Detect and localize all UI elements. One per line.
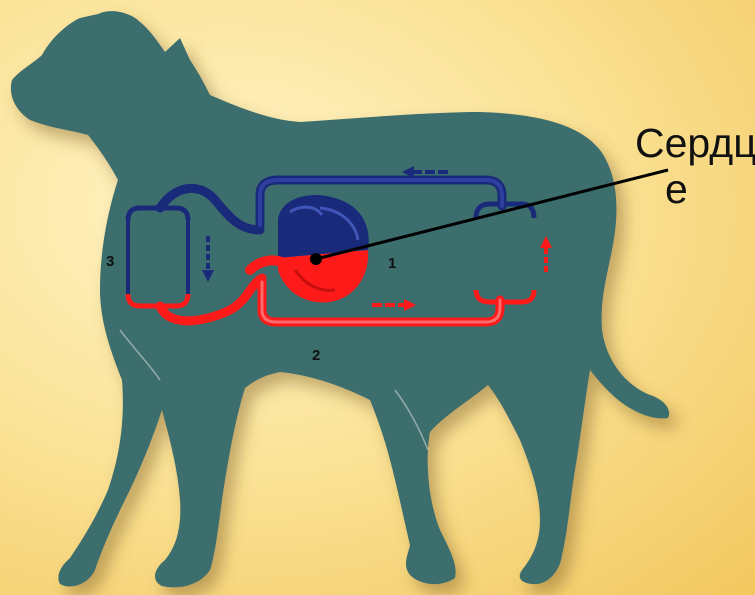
label-3: 3 [106, 253, 114, 270]
anterior-capillary-network [128, 208, 188, 306]
callout-line-2: е [635, 166, 755, 212]
dog-silhouette [11, 11, 669, 587]
callout-line-1: Сердц [635, 120, 755, 166]
label-2: 2 [312, 347, 320, 364]
label-1: 1 [388, 255, 396, 272]
heart-callout-label: Сердц е [635, 120, 755, 212]
